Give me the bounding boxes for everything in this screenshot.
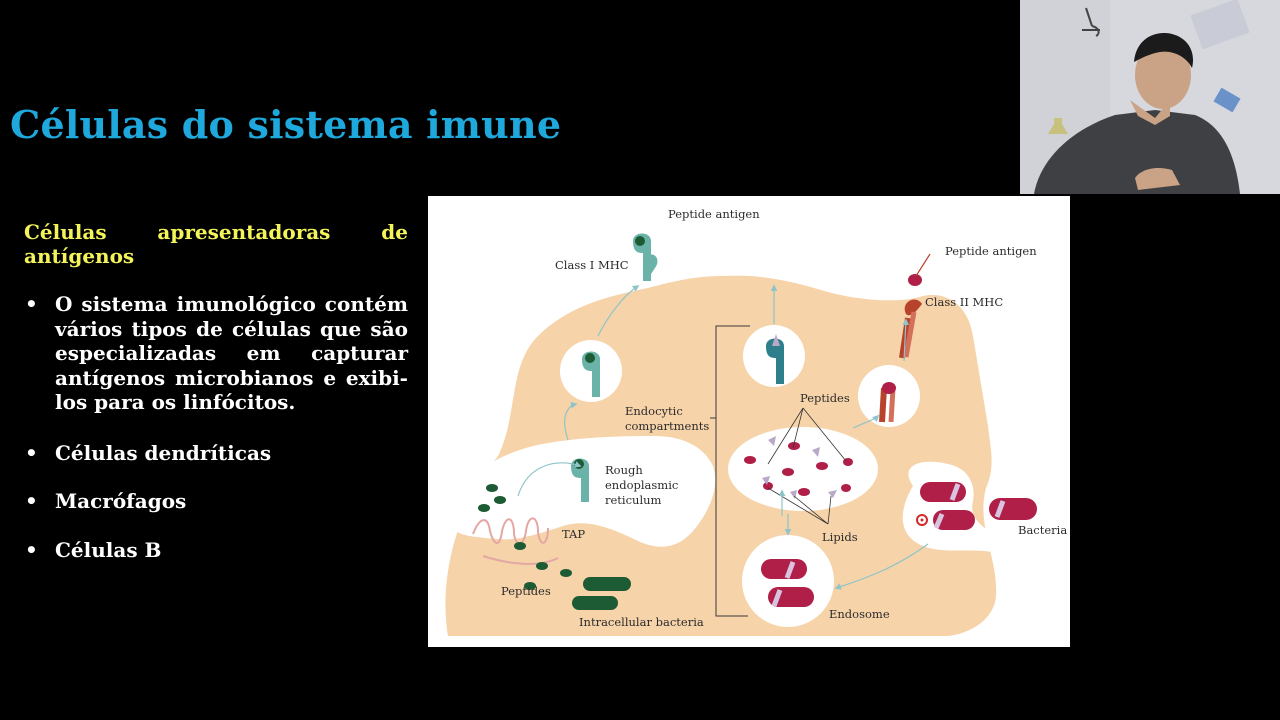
vesicle-class-ii <box>858 365 920 427</box>
endosome <box>742 535 834 627</box>
bullet-mark: • <box>25 440 38 465</box>
label-rough-3: reticulum <box>605 493 662 507</box>
label-intracellular-bacteria: Intracellular bacteria <box>579 615 704 629</box>
bullet-mark: • <box>25 489 38 513</box>
label-peptide-antigen-1: Peptide antigen <box>668 207 760 221</box>
microscope-icon <box>1082 7 1100 37</box>
vesicle-class-i <box>560 340 622 402</box>
flask-icon <box>1048 118 1068 134</box>
wall-sticker <box>1190 0 1250 50</box>
label-endocytic-2: compartments <box>625 419 709 433</box>
bullet-item: • O sistema imunológico contém vários tip… <box>24 292 408 415</box>
bullet-mark: • <box>25 292 38 316</box>
bullet-item: • Células B <box>24 538 408 563</box>
label-endocytic-1: Endocytic <box>625 404 683 418</box>
presenter <box>1034 110 1240 194</box>
bullet-text: Células dendríticas <box>55 440 272 465</box>
endocytic-vesicle <box>728 427 878 511</box>
label-endosome: Endosome <box>829 607 890 621</box>
slide-title: Células do sistema imune <box>10 102 562 147</box>
bullet-list: • O sistema imunológico contém vários tip… <box>24 292 408 562</box>
label-class-ii-mhc: Class II MHC <box>925 295 1003 309</box>
er-folds <box>472 517 549 545</box>
figure-svg: Peptide antigen Class I MHC Peptide anti… <box>445 207 1067 636</box>
bullet-item: • Macrófagos <box>24 489 408 514</box>
bacteria-icon <box>916 482 1037 530</box>
intracellular-bacteria-icon <box>478 484 631 610</box>
slide-subtitle: Células apresentadoras de antígenos <box>24 220 408 268</box>
label-bacteria: Bacteria <box>1018 523 1067 537</box>
bracket <box>715 325 750 617</box>
bullet-text: Macrófagos <box>55 489 187 513</box>
label-class-i-mhc: Class I MHC <box>555 258 629 272</box>
bullet-mark: • <box>25 537 38 562</box>
label-tap: TAP <box>562 527 585 541</box>
presenter-webcam <box>1020 0 1280 194</box>
class-i-mhc-icon <box>633 233 658 281</box>
bullet-item: • Células dendríticas <box>24 441 408 466</box>
label-lipids: Lipids <box>822 530 858 544</box>
webcam-svg <box>1020 0 1280 194</box>
label-rough-2: endoplasmic <box>605 478 678 492</box>
wall-sticker <box>1213 87 1241 113</box>
bullet-text: Células B <box>55 537 162 562</box>
antigen-presentation-figure: Peptide antigen Class I MHC Peptide anti… <box>428 196 1070 647</box>
label-peptide-antigen-2: Peptide antigen <box>945 244 1037 258</box>
label-peptides-top: Peptides <box>800 391 850 405</box>
label-rough-1: Rough <box>605 463 643 477</box>
bullet-text: O sistema imunológico contém vários tipo… <box>55 292 408 414</box>
label-peptides-bottom: Peptides <box>501 584 551 598</box>
